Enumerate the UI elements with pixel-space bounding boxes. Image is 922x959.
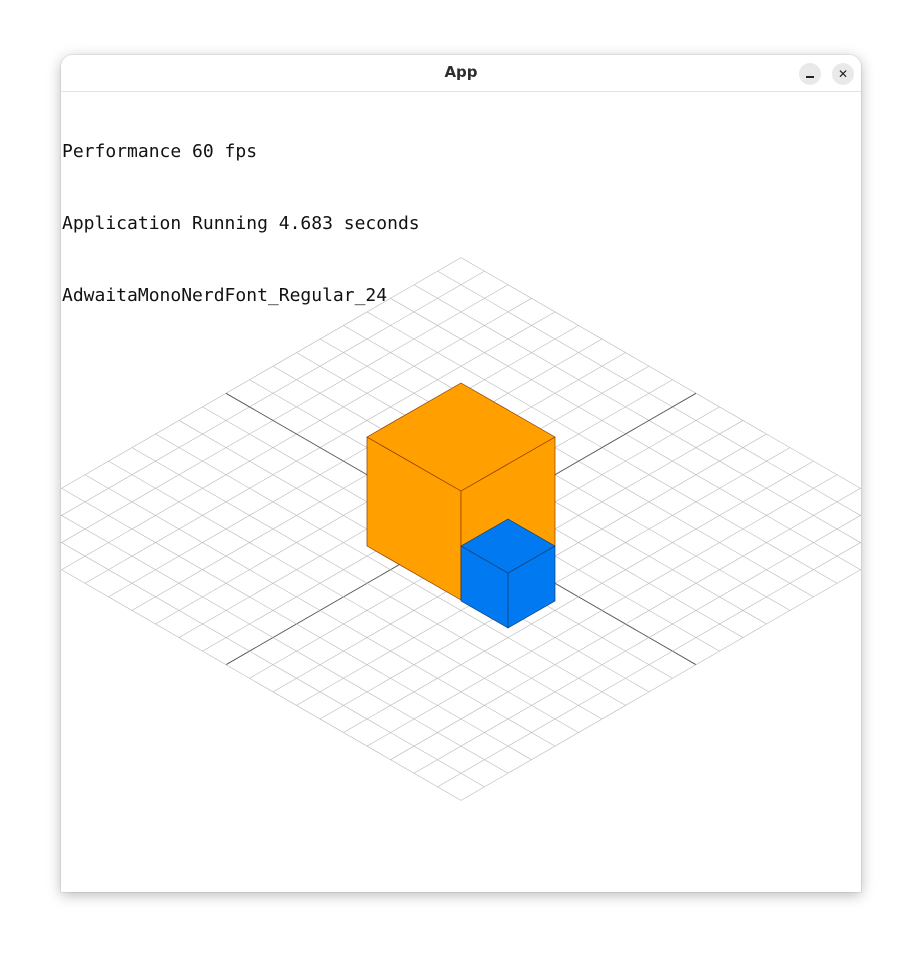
grid-line [61, 541, 485, 788]
close-icon: ✕ [837, 67, 849, 81]
grid-line [131, 447, 603, 720]
grid-line [61, 514, 509, 774]
font-name-text: AdwaitaMonoNerdFont_Regular_24 [62, 285, 388, 306]
grid-line [155, 433, 626, 706]
app-window: App ✕ Performance 60 fps Application Run… [61, 55, 861, 892]
grid-line [343, 460, 814, 733]
minimize-icon [806, 70, 814, 78]
minimize-button[interactable] [799, 63, 821, 85]
window-title: App [444, 63, 478, 81]
cubes-layer [366, 382, 556, 629]
titlebar[interactable]: App ✕ [61, 55, 861, 92]
running-time-text: Application Running 4.683 seconds [62, 213, 420, 234]
orange-cube-top-face [366, 382, 556, 492]
grid-line [413, 514, 861, 774]
performance-text: Performance 60 fps [62, 141, 258, 162]
grid-line [61, 488, 532, 760]
close-button[interactable]: ✕ [832, 63, 854, 85]
render-canvas[interactable]: Performance 60 fps Application Running 4… [61, 92, 861, 892]
grid-line [366, 474, 838, 747]
grid-line [460, 569, 861, 801]
grid-line [437, 541, 861, 788]
grid-line [108, 460, 579, 733]
blue-cube-top-face [460, 518, 556, 574]
grid-line [390, 488, 861, 760]
grid-line [61, 569, 462, 801]
isometric-scene [61, 257, 861, 801]
grid-line [84, 474, 556, 747]
debug-overlay: Performance 60 fps Application Running 4… [62, 92, 420, 356]
